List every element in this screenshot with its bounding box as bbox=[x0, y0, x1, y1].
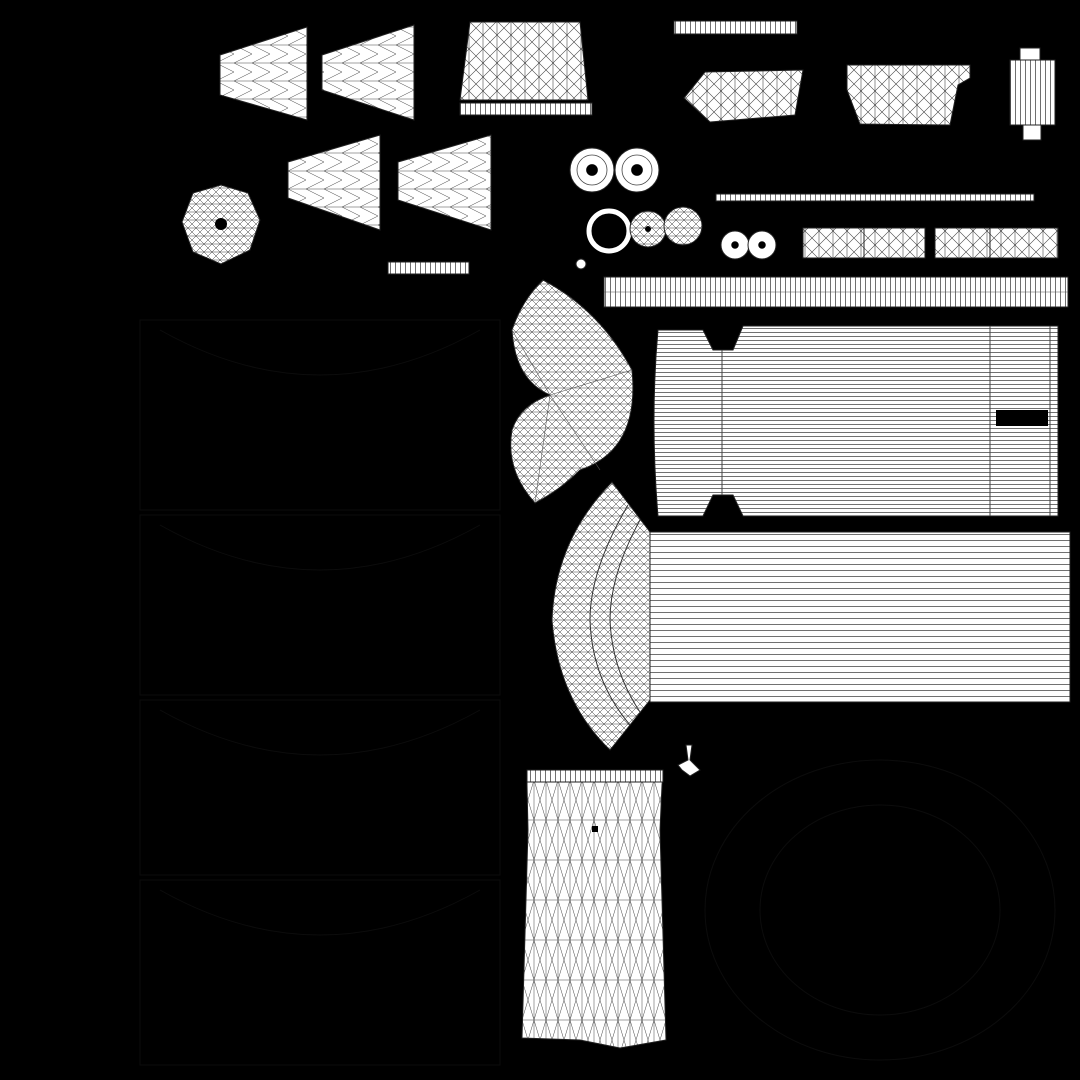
uv-island-long-strip bbox=[715, 193, 1035, 202]
uv-island-eye-4 bbox=[747, 230, 777, 260]
uv-island-disc-small-2 bbox=[663, 206, 703, 246]
uv-island-taper-1 bbox=[219, 26, 308, 121]
uv-island-small-part bbox=[1009, 47, 1056, 141]
uv-island-ring bbox=[586, 208, 632, 254]
uv-island-collar-right bbox=[846, 64, 971, 126]
uv-island-eye-2 bbox=[614, 147, 660, 193]
uv-island-taper-4 bbox=[397, 134, 492, 231]
uv-island-sleeve bbox=[551, 481, 1071, 751]
ghost-wire-grid bbox=[139, 319, 1056, 1066]
uv-island-body-upper bbox=[653, 325, 1059, 517]
uv-island-strip-top bbox=[673, 20, 798, 35]
uv-island-eye-1 bbox=[569, 147, 615, 193]
uv-island-bow bbox=[677, 744, 701, 777]
uv-island-eye-3 bbox=[720, 230, 750, 260]
uv-island-disc bbox=[181, 184, 261, 265]
uv-island-belt-strip bbox=[603, 276, 1069, 308]
uv-island-bar-small bbox=[387, 261, 470, 275]
uv-island-dress bbox=[521, 769, 667, 1049]
uv-island-taper-2 bbox=[321, 24, 415, 121]
uv-island-strap-panels bbox=[802, 227, 1059, 259]
uv-island-hood bbox=[510, 279, 634, 504]
uv-island-taper-3 bbox=[287, 134, 381, 231]
uv-island-skirt-top bbox=[459, 21, 593, 116]
uv-island-disc-small-1 bbox=[629, 210, 667, 248]
uv-island-dot bbox=[575, 258, 587, 270]
uv-island-collar-left bbox=[683, 69, 804, 123]
